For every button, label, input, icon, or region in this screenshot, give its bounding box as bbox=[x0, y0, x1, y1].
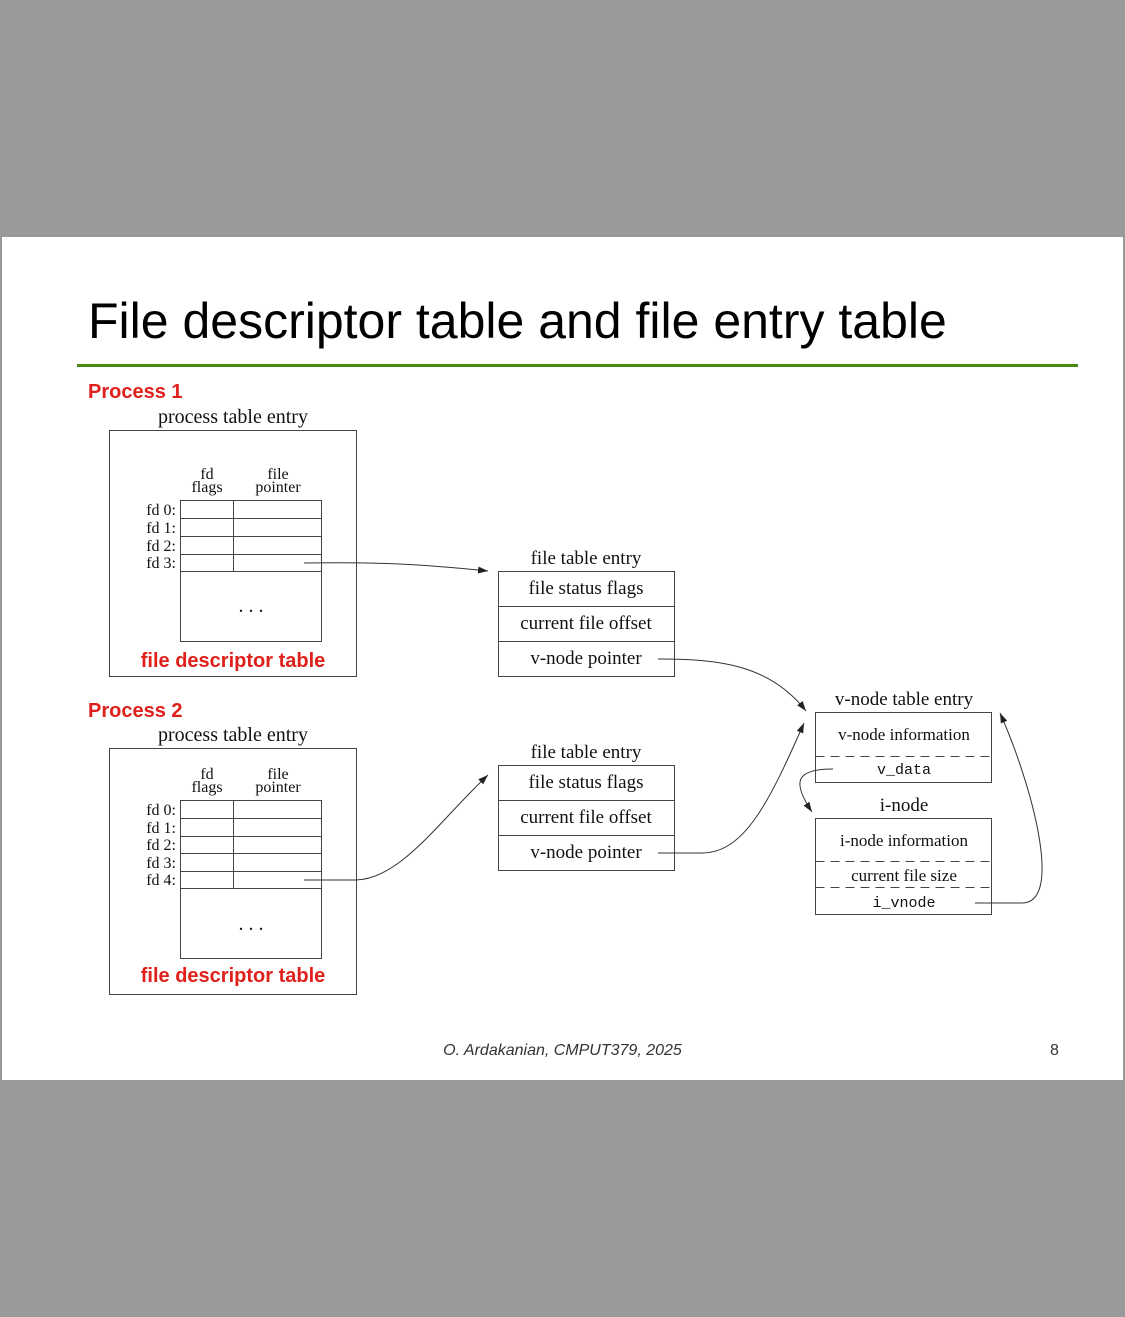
arrow-vdata-to-inode bbox=[799, 768, 834, 813]
process1-table-label: file descriptor table bbox=[141, 650, 326, 672]
inode-box bbox=[815, 818, 992, 915]
file-table2-title: file table entry bbox=[531, 742, 642, 763]
inode-info: i-node information bbox=[840, 831, 968, 850]
process2-col-flags-bottom: flags bbox=[191, 779, 222, 796]
file-table1-status-flags: file status flags bbox=[528, 578, 643, 599]
file-table2-offset: current file offset bbox=[520, 807, 652, 828]
process2-ellipsis: . . . bbox=[239, 913, 264, 935]
arrow-fd4-to-file-table2 bbox=[304, 774, 489, 881]
vnode-title: v-node table entry bbox=[835, 689, 974, 710]
process2-label: Process 2 bbox=[88, 700, 183, 722]
file-table1-box bbox=[498, 571, 675, 677]
process2-col-pointer-bottom: pointer bbox=[255, 779, 301, 796]
title-divider bbox=[77, 364, 1078, 367]
vnode-info: v-node information bbox=[838, 725, 970, 744]
file-table1-vnode-pointer: v-node pointer bbox=[530, 648, 642, 669]
arrow-ivnode-to-vnode bbox=[975, 712, 1043, 904]
process1-fd-row-label: fd 3: bbox=[146, 555, 176, 572]
process1-entry-title: process table entry bbox=[158, 406, 308, 428]
process2-table-label: file descriptor table bbox=[141, 965, 326, 987]
arrow-file-table1-to-vnode bbox=[657, 658, 807, 712]
process2-col-pointer-top: file bbox=[267, 766, 288, 783]
file-table2-box bbox=[498, 765, 675, 871]
inode-vnode-field: i_vnode bbox=[872, 895, 935, 912]
process1-col-flags-bottom: flags bbox=[191, 479, 222, 496]
file-table1-offset: current file offset bbox=[520, 613, 652, 634]
process2-entry-title: process table entry bbox=[158, 724, 308, 746]
slide-title: File descriptor table and file entry tab… bbox=[88, 293, 947, 349]
vnode-box bbox=[815, 712, 992, 783]
file-table2-status-flags: file status flags bbox=[528, 772, 643, 793]
inode-file-size: current file size bbox=[851, 866, 957, 885]
process1-fd-row-label: fd 1: bbox=[146, 520, 176, 537]
process2-fd-row-label: fd 2: bbox=[146, 837, 176, 854]
inode-title: i-node bbox=[880, 795, 929, 816]
footer-credit: O. Ardakanian, CMPUT379, 2025 bbox=[443, 1042, 682, 1059]
vnode-data-field: v_data bbox=[877, 762, 931, 779]
process2-fd-row-label: fd 0: bbox=[146, 802, 176, 819]
process2-fd-row-label: fd 1: bbox=[146, 820, 176, 837]
process2-fd-row-label: fd 3: bbox=[146, 855, 176, 872]
process1-col-flags-top: fd bbox=[200, 466, 213, 483]
process2-fd-table bbox=[180, 800, 322, 959]
process1-fd-row-label: fd 0: bbox=[146, 502, 176, 519]
process1-col-pointer-top: file bbox=[267, 466, 288, 483]
file-table1-title: file table entry bbox=[531, 548, 642, 569]
page-number: 8 bbox=[1050, 1042, 1059, 1059]
process1-ellipsis: . . . bbox=[239, 595, 264, 617]
process1-col-pointer-bottom: pointer bbox=[255, 479, 301, 496]
arrow-fd3-to-file-table1 bbox=[303, 562, 489, 574]
process2-fd-row-label: fd 4: bbox=[146, 872, 176, 889]
process2-col-flags-top: fd bbox=[200, 766, 213, 783]
file-table2-vnode-pointer: v-node pointer bbox=[530, 842, 642, 863]
process1-fd-row-label: fd 2: bbox=[146, 538, 176, 555]
process1-label: Process 1 bbox=[88, 381, 183, 403]
arrow-file-table2-to-vnode bbox=[658, 722, 805, 854]
